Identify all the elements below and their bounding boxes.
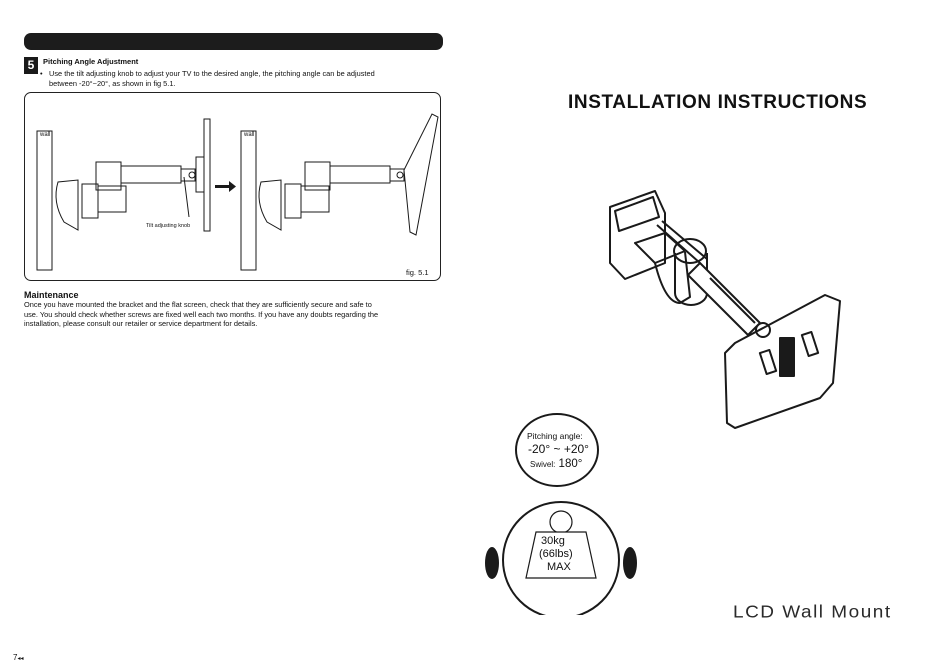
step-instruction: • Use the tilt adjusting knob to adjust … <box>40 69 449 89</box>
page-number: 7◂◂ <box>13 653 23 662</box>
figure-frame <box>24 92 441 281</box>
vesa-plate <box>724 294 841 429</box>
weight-capacity-icon <box>485 501 637 615</box>
cover-title: INSTALLATION INSTRUCTIONS <box>568 92 868 113</box>
product-name: LCD Wall Mount <box>733 603 892 622</box>
wall-plate <box>609 190 666 280</box>
weight-capacity-max: MAX <box>547 561 571 573</box>
left-tv-panel <box>203 118 211 232</box>
step-instruction-line-2: between -20°~20°, as shown in fig 5.1. <box>49 79 176 88</box>
weight-capacity-lbs: (66lbs) <box>539 548 573 560</box>
maintenance-text: Once you have mounted the bracket and th… <box>24 300 444 329</box>
spec-badge <box>515 413 599 487</box>
right-wall-panel <box>240 130 257 271</box>
swivel-value: 180° <box>558 458 583 470</box>
weight-handle-icon <box>549 510 573 534</box>
wall-label-right: wall <box>244 132 255 138</box>
pitching-angle-label: Pitching angle: <box>527 431 583 441</box>
wall-label-left: wall <box>40 132 51 138</box>
swivel-label: Swivel: <box>530 460 556 469</box>
left-wall-panel <box>36 130 53 271</box>
step-number-badge: 5 <box>24 57 38 74</box>
tilt-knob-label: Tilt adjusting knob <box>146 223 191 229</box>
swivel-spec: Swivel: 180° <box>530 458 582 470</box>
left-weight-marker <box>485 547 499 579</box>
right-wall-bracket <box>258 179 282 231</box>
weight-block-icon <box>525 531 597 579</box>
arrow-icon <box>215 181 236 192</box>
page-arrow-icon: ◂◂ <box>17 656 24 662</box>
maintenance-line-2: use. You should check whether screws are… <box>24 309 379 319</box>
maintenance-title: Maintenance <box>24 290 79 300</box>
maintenance-line-3: installation, please consult our retaile… <box>24 319 258 328</box>
step-instruction-line-1: Use the tilt adjusting knob to adjust yo… <box>49 69 375 78</box>
right-tv-panel <box>403 113 439 236</box>
page-number-value: 7 <box>13 653 18 662</box>
left-wall-bracket <box>55 179 79 231</box>
wall-mount-product-illustration <box>609 190 841 429</box>
section-header-bar <box>24 33 443 50</box>
right-weight-marker <box>623 547 637 579</box>
tilt-illustration <box>36 113 439 271</box>
step-title: Pitching Angle Adjustment <box>43 57 139 66</box>
weight-capacity-kg: 30kg <box>541 535 565 547</box>
pitching-angle-value: -20° ~ +20° <box>528 442 589 456</box>
figure-caption: fig. 5.1 <box>406 268 429 277</box>
maintenance-line-1: Once you have mounted the bracket and th… <box>24 300 372 309</box>
bullet-icon: • <box>40 69 43 78</box>
